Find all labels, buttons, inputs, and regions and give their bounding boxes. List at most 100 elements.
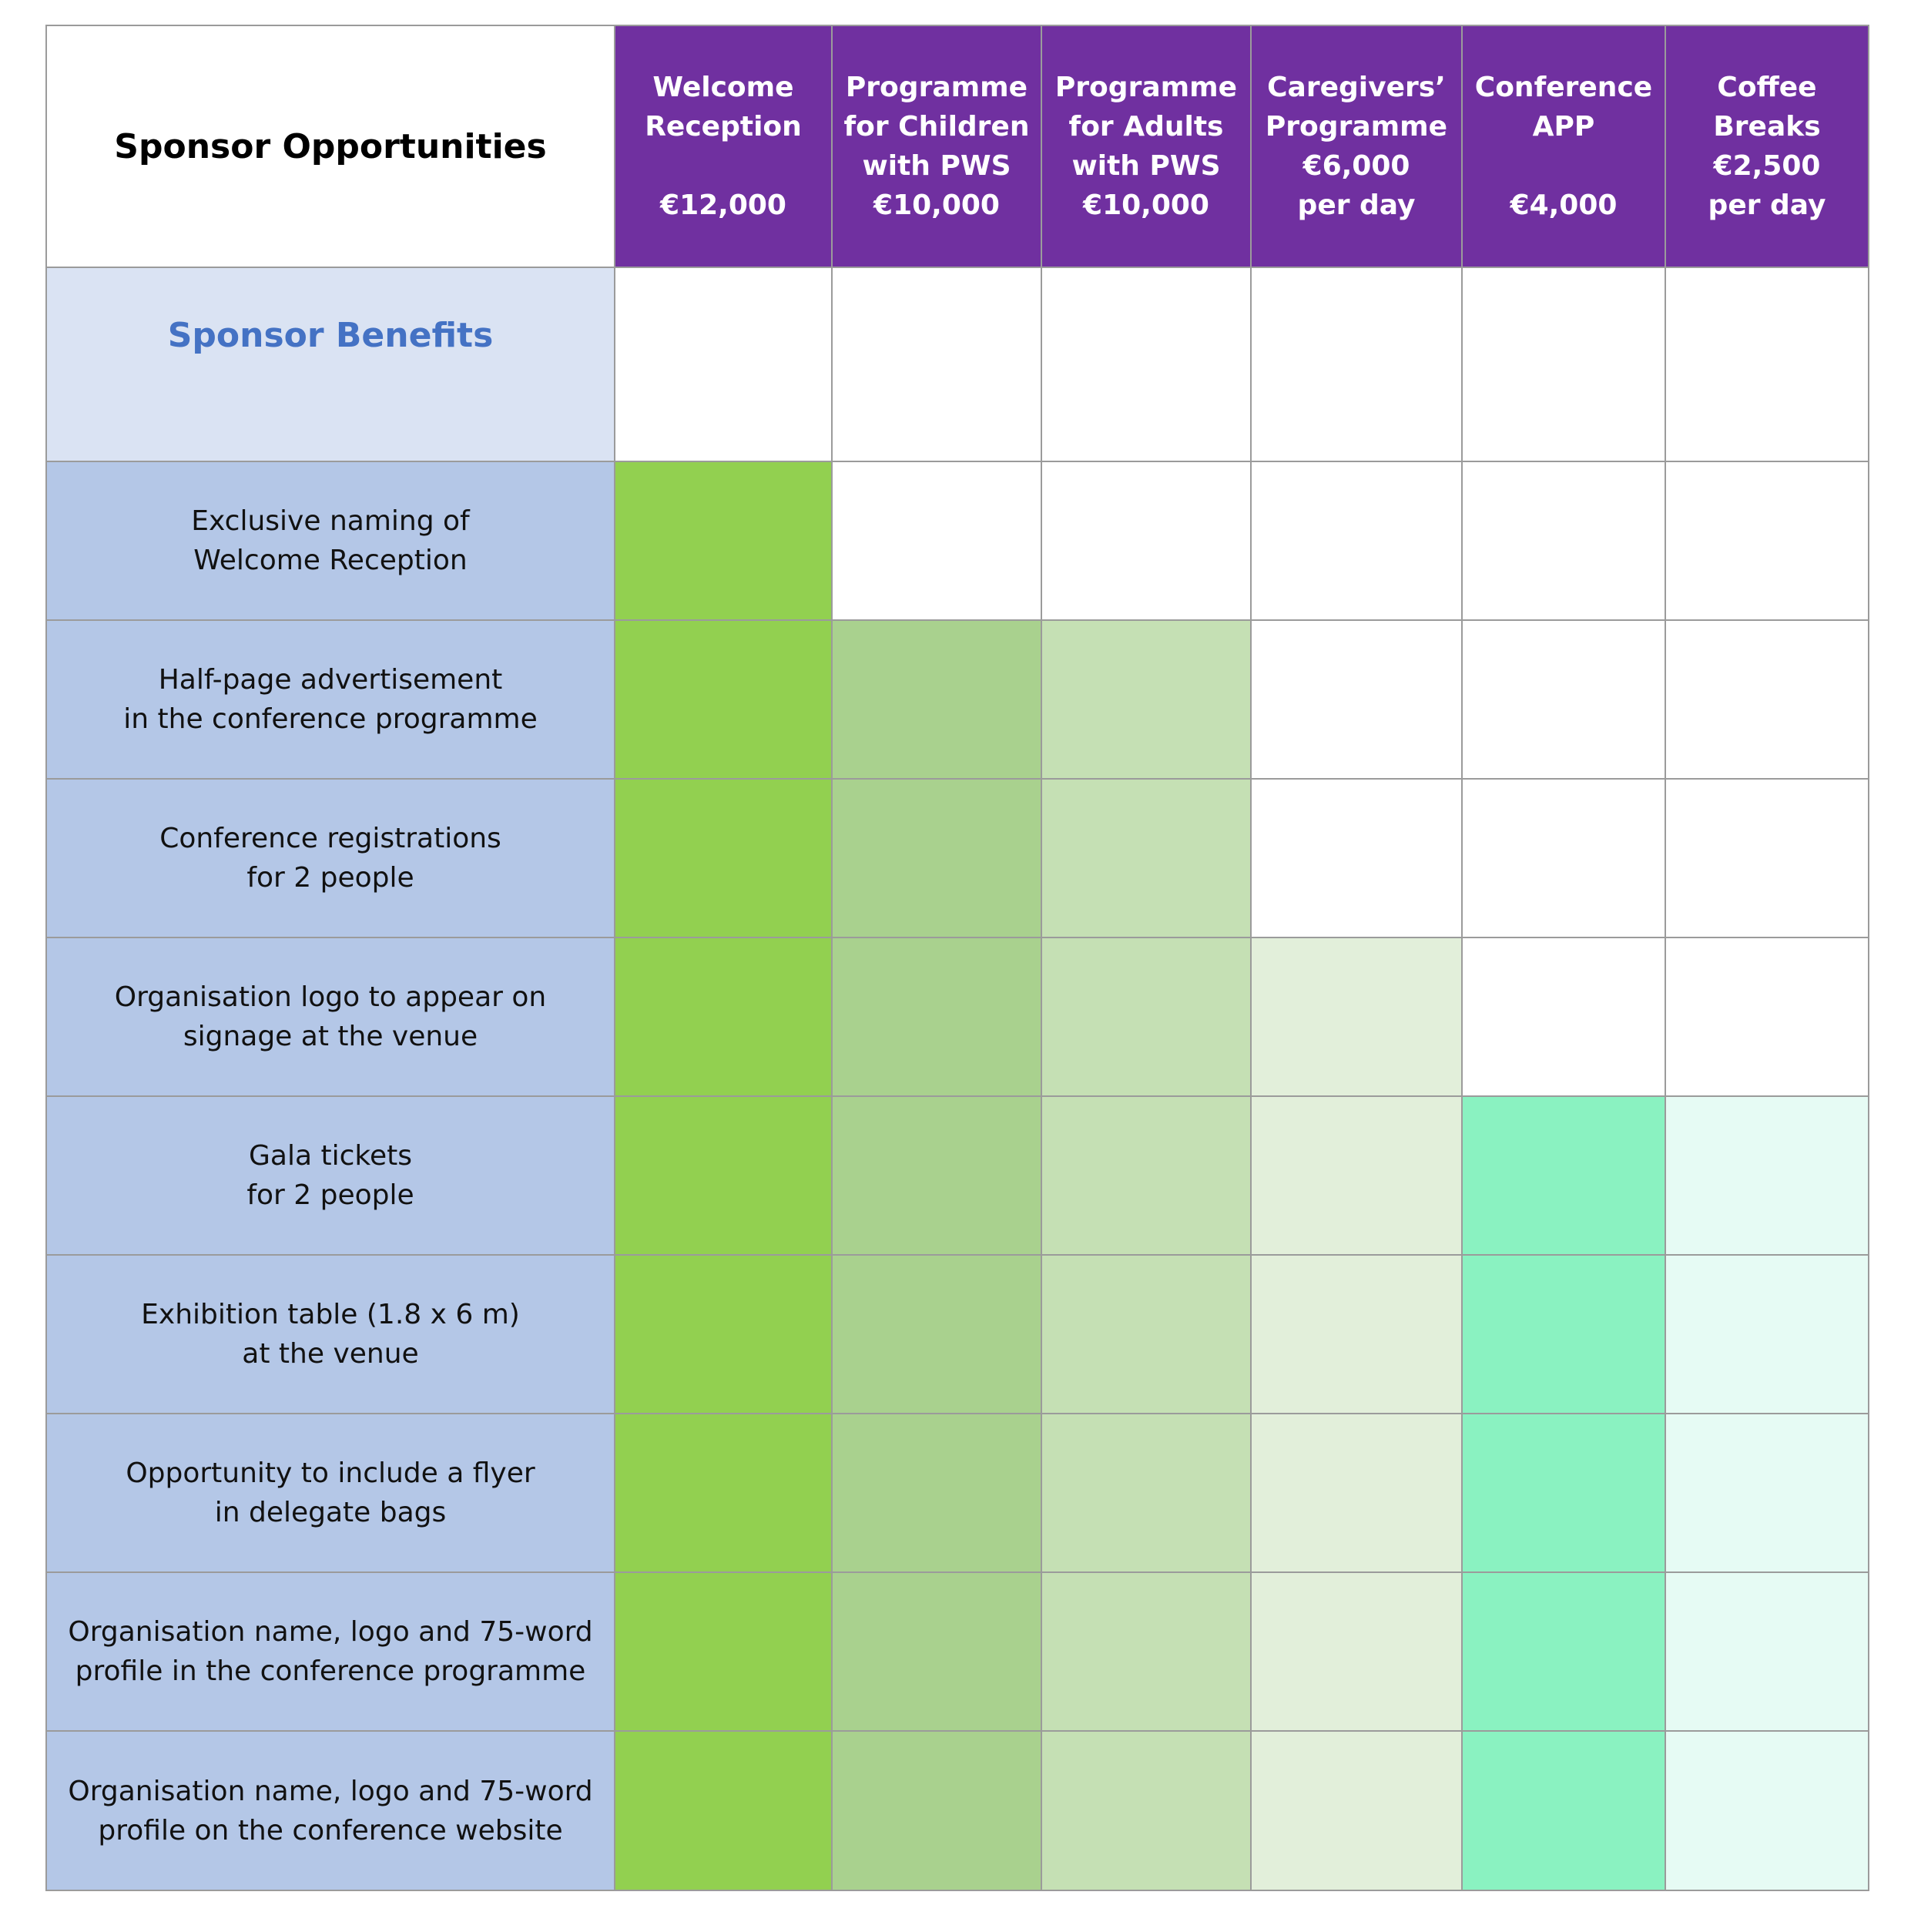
benefit-label-line: Organisation name, logo and 75-word: [68, 1616, 593, 1648]
included-cell: [1461, 1095, 1666, 1256]
benefits-title-row: Sponsor Benefits: [45, 267, 1869, 462]
benefit-label-line: at the venue: [242, 1338, 419, 1370]
included-cell: [1041, 1413, 1252, 1573]
column-header-line: per day: [1708, 190, 1826, 221]
included-cell: [831, 1254, 1042, 1414]
included-cell: [1041, 937, 1252, 1097]
benefit-label: Organisation logo to appear on signage at…: [45, 937, 615, 1097]
empty-cell: [1665, 619, 1869, 780]
included-cell: [1665, 1254, 1869, 1414]
included-cell: [1250, 1413, 1463, 1573]
benefit-row: Exhibition table (1.8 x 6 m) at the venue: [45, 1254, 1869, 1414]
empty-cell: [1665, 937, 1869, 1097]
empty-cell: [1665, 267, 1869, 462]
benefit-label-line: in delegate bags: [214, 1497, 447, 1528]
included-cell: [614, 1254, 833, 1414]
included-cell: [831, 937, 1042, 1097]
benefit-label-line: profile in the conference programme: [75, 1655, 586, 1687]
benefit-row: Organisation name, logo and 75-word profi…: [45, 1571, 1869, 1732]
included-cell: [1250, 1571, 1463, 1732]
included-cell: [1665, 1413, 1869, 1573]
empty-cell: [1461, 937, 1666, 1097]
benefit-label-line: for 2 people: [246, 1179, 414, 1211]
empty-cell: [614, 267, 833, 462]
benefits-title: Sponsor Benefits: [45, 267, 615, 462]
empty-cell: [1250, 778, 1463, 938]
column-header-line: €12,000: [660, 190, 786, 221]
column-header-line: Conference: [1474, 72, 1653, 103]
benefit-label: Organisation name, logo and 75-word profi…: [45, 1571, 615, 1732]
included-cell: [1250, 937, 1463, 1097]
benefit-label-line: Organisation name, logo and 75-word: [68, 1775, 593, 1807]
empty-cell: [1041, 267, 1252, 462]
benefit-label-line: Conference registrations: [159, 823, 501, 854]
benefit-label-line: Exclusive naming of: [191, 505, 470, 537]
included-cell: [1041, 778, 1252, 938]
included-cell: [614, 1095, 833, 1256]
benefit-label: Gala tickets for 2 people: [45, 1095, 615, 1256]
empty-cell: [1665, 461, 1869, 621]
corner-title: Sponsor Opportunities: [45, 25, 615, 268]
column-header-line: Caregivers’: [1267, 72, 1446, 103]
column-header-line: with PWS: [862, 150, 1011, 182]
benefit-label: Exclusive naming of Welcome Reception: [45, 461, 615, 621]
column-header-line: €4,000: [1510, 190, 1618, 221]
included-cell: [831, 619, 1042, 780]
column-header-line: €6,000: [1302, 150, 1410, 182]
benefit-label-line: Gala tickets: [249, 1140, 412, 1172]
included-cell: [1041, 1095, 1252, 1256]
benefit-row: Gala tickets for 2 people: [45, 1095, 1869, 1256]
column-header-line: Breaks: [1713, 111, 1821, 143]
column-header-line: [615, 146, 831, 186]
benefit-label-line: Welcome Reception: [193, 545, 468, 576]
included-cell: [1461, 1730, 1666, 1891]
benefit-label-line: in the conference programme: [123, 703, 538, 735]
column-header-line: €10,000: [1083, 190, 1209, 221]
included-cell: [614, 937, 833, 1097]
benefit-label: Exhibition table (1.8 x 6 m) at the venue: [45, 1254, 615, 1414]
included-cell: [1250, 1254, 1463, 1414]
column-header-line: Programme: [1265, 111, 1448, 143]
column-header-line: Programme: [845, 72, 1028, 103]
benefit-label-line: signage at the venue: [183, 1021, 478, 1052]
empty-cell: [1461, 778, 1666, 938]
benefit-label-line: Exhibition table (1.8 x 6 m): [141, 1299, 520, 1330]
included-cell: [1665, 1571, 1869, 1732]
included-cell: [1041, 1254, 1252, 1414]
column-header-line: [1463, 146, 1665, 186]
benefit-row: Exclusive naming of Welcome Reception: [45, 461, 1869, 621]
included-cell: [1665, 1730, 1869, 1891]
included-cell: [831, 778, 1042, 938]
benefit-label-line: Organisation logo to appear on: [114, 981, 547, 1013]
empty-cell: [831, 267, 1042, 462]
included-cell: [1461, 1413, 1666, 1573]
included-cell: [614, 461, 833, 621]
empty-cell: [1250, 267, 1463, 462]
column-header-line: €10,000: [873, 190, 1000, 221]
included-cell: [1041, 1730, 1252, 1891]
empty-cell: [1461, 267, 1666, 462]
column-header-line: with PWS: [1071, 150, 1221, 182]
included-cell: [831, 1571, 1042, 1732]
benefit-row: Organisation logo to appear on signage at…: [45, 937, 1869, 1097]
column-header-line: Programme: [1054, 72, 1238, 103]
empty-cell: [1461, 619, 1666, 780]
empty-cell: [1041, 461, 1252, 621]
empty-cell: [1665, 778, 1869, 938]
empty-cell: [1250, 619, 1463, 780]
